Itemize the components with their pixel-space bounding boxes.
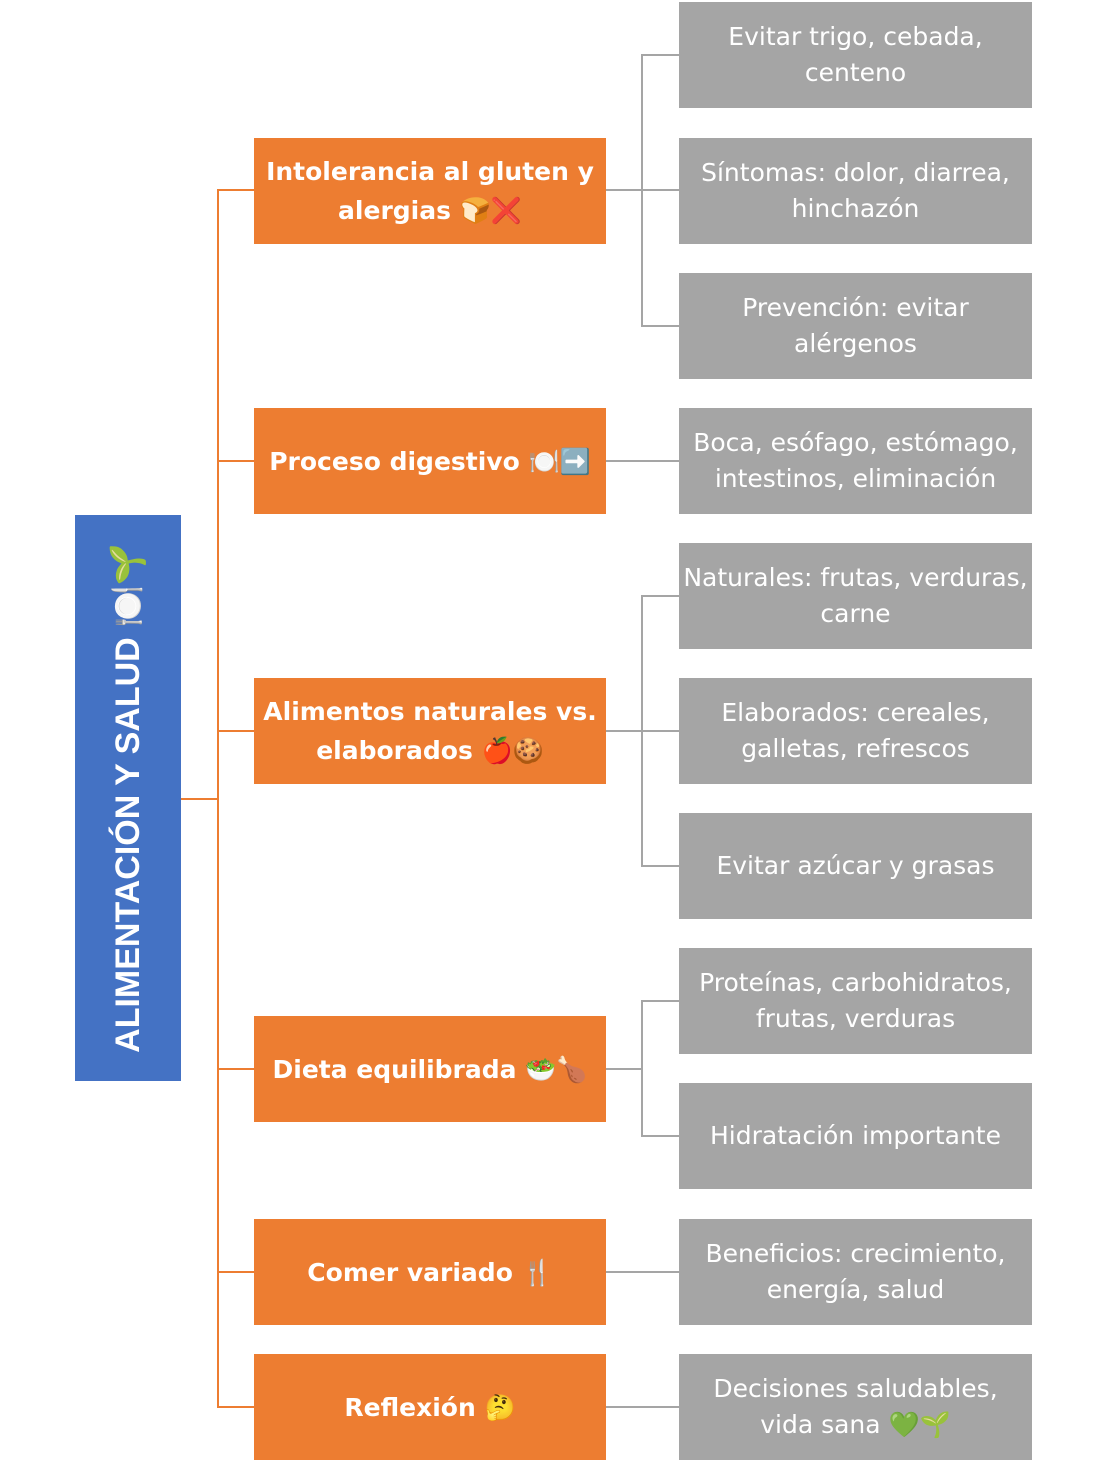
leaf-avoid-sugar-fat: Evitar azúcar y grasas — [679, 813, 1032, 919]
leaf-benefits: Beneficios: crecimiento, energía, salud — [679, 1219, 1032, 1325]
category-varied-eating: Comer variado 🍴 — [254, 1219, 606, 1325]
connector — [606, 730, 643, 732]
connector — [641, 1000, 643, 1137]
connector — [641, 325, 679, 327]
connector — [217, 189, 219, 1408]
leaf-prevention: Prevención: evitar alérgenos — [679, 273, 1032, 379]
category-gluten-intolerance: Intolerancia al gluten y alergias 🍞❌ — [254, 138, 606, 244]
connector — [181, 798, 219, 800]
connector — [217, 1406, 254, 1408]
connector — [641, 730, 679, 732]
connector — [606, 1406, 679, 1408]
connector — [641, 865, 679, 867]
connector — [641, 1135, 679, 1137]
leaf-processed-foods: Elaborados: cereales, galletas, refresco… — [679, 678, 1032, 784]
connector — [606, 460, 679, 462]
connector — [606, 1068, 643, 1070]
connector — [217, 730, 254, 732]
category-reflection: Reflexión 🤔 — [254, 1354, 606, 1460]
connector — [606, 189, 643, 191]
connector — [641, 1000, 679, 1002]
category-natural-vs-processed: Alimentos naturales vs. elaborados 🍎🍪 — [254, 678, 606, 784]
connector — [217, 460, 254, 462]
leaf-natural-foods: Naturales: frutas, verduras, carne — [679, 543, 1032, 649]
connector — [641, 189, 679, 191]
leaf-digestive-organs: Boca, esófago, estómago, intestinos, eli… — [679, 408, 1032, 514]
leaf-hydration: Hidratación importante — [679, 1083, 1032, 1189]
connector — [641, 595, 679, 597]
leaf-avoid-grains: Evitar trigo, cebada, centeno — [679, 2, 1032, 108]
connector — [641, 54, 679, 56]
leaf-nutrients: Proteínas, carbohidratos, frutas, verdur… — [679, 948, 1032, 1054]
connector — [606, 1271, 679, 1273]
connector — [217, 1271, 254, 1273]
leaf-healthy-decisions: Decisiones saludables, vida sana 💚🌱 — [679, 1354, 1032, 1460]
category-digestive-process: Proceso digestivo 🍽️➡️ — [254, 408, 606, 514]
connector — [217, 189, 254, 191]
leaf-symptoms: Síntomas: dolor, diarrea, hinchazón — [679, 138, 1032, 244]
root-title: ALIMENTACIÓN Y SALUD 🍽️🌱 — [109, 543, 147, 1053]
category-balanced-diet: Dieta equilibrada 🥗🍗 — [254, 1016, 606, 1122]
root-node: ALIMENTACIÓN Y SALUD 🍽️🌱 — [75, 515, 181, 1081]
connector — [217, 1068, 254, 1070]
